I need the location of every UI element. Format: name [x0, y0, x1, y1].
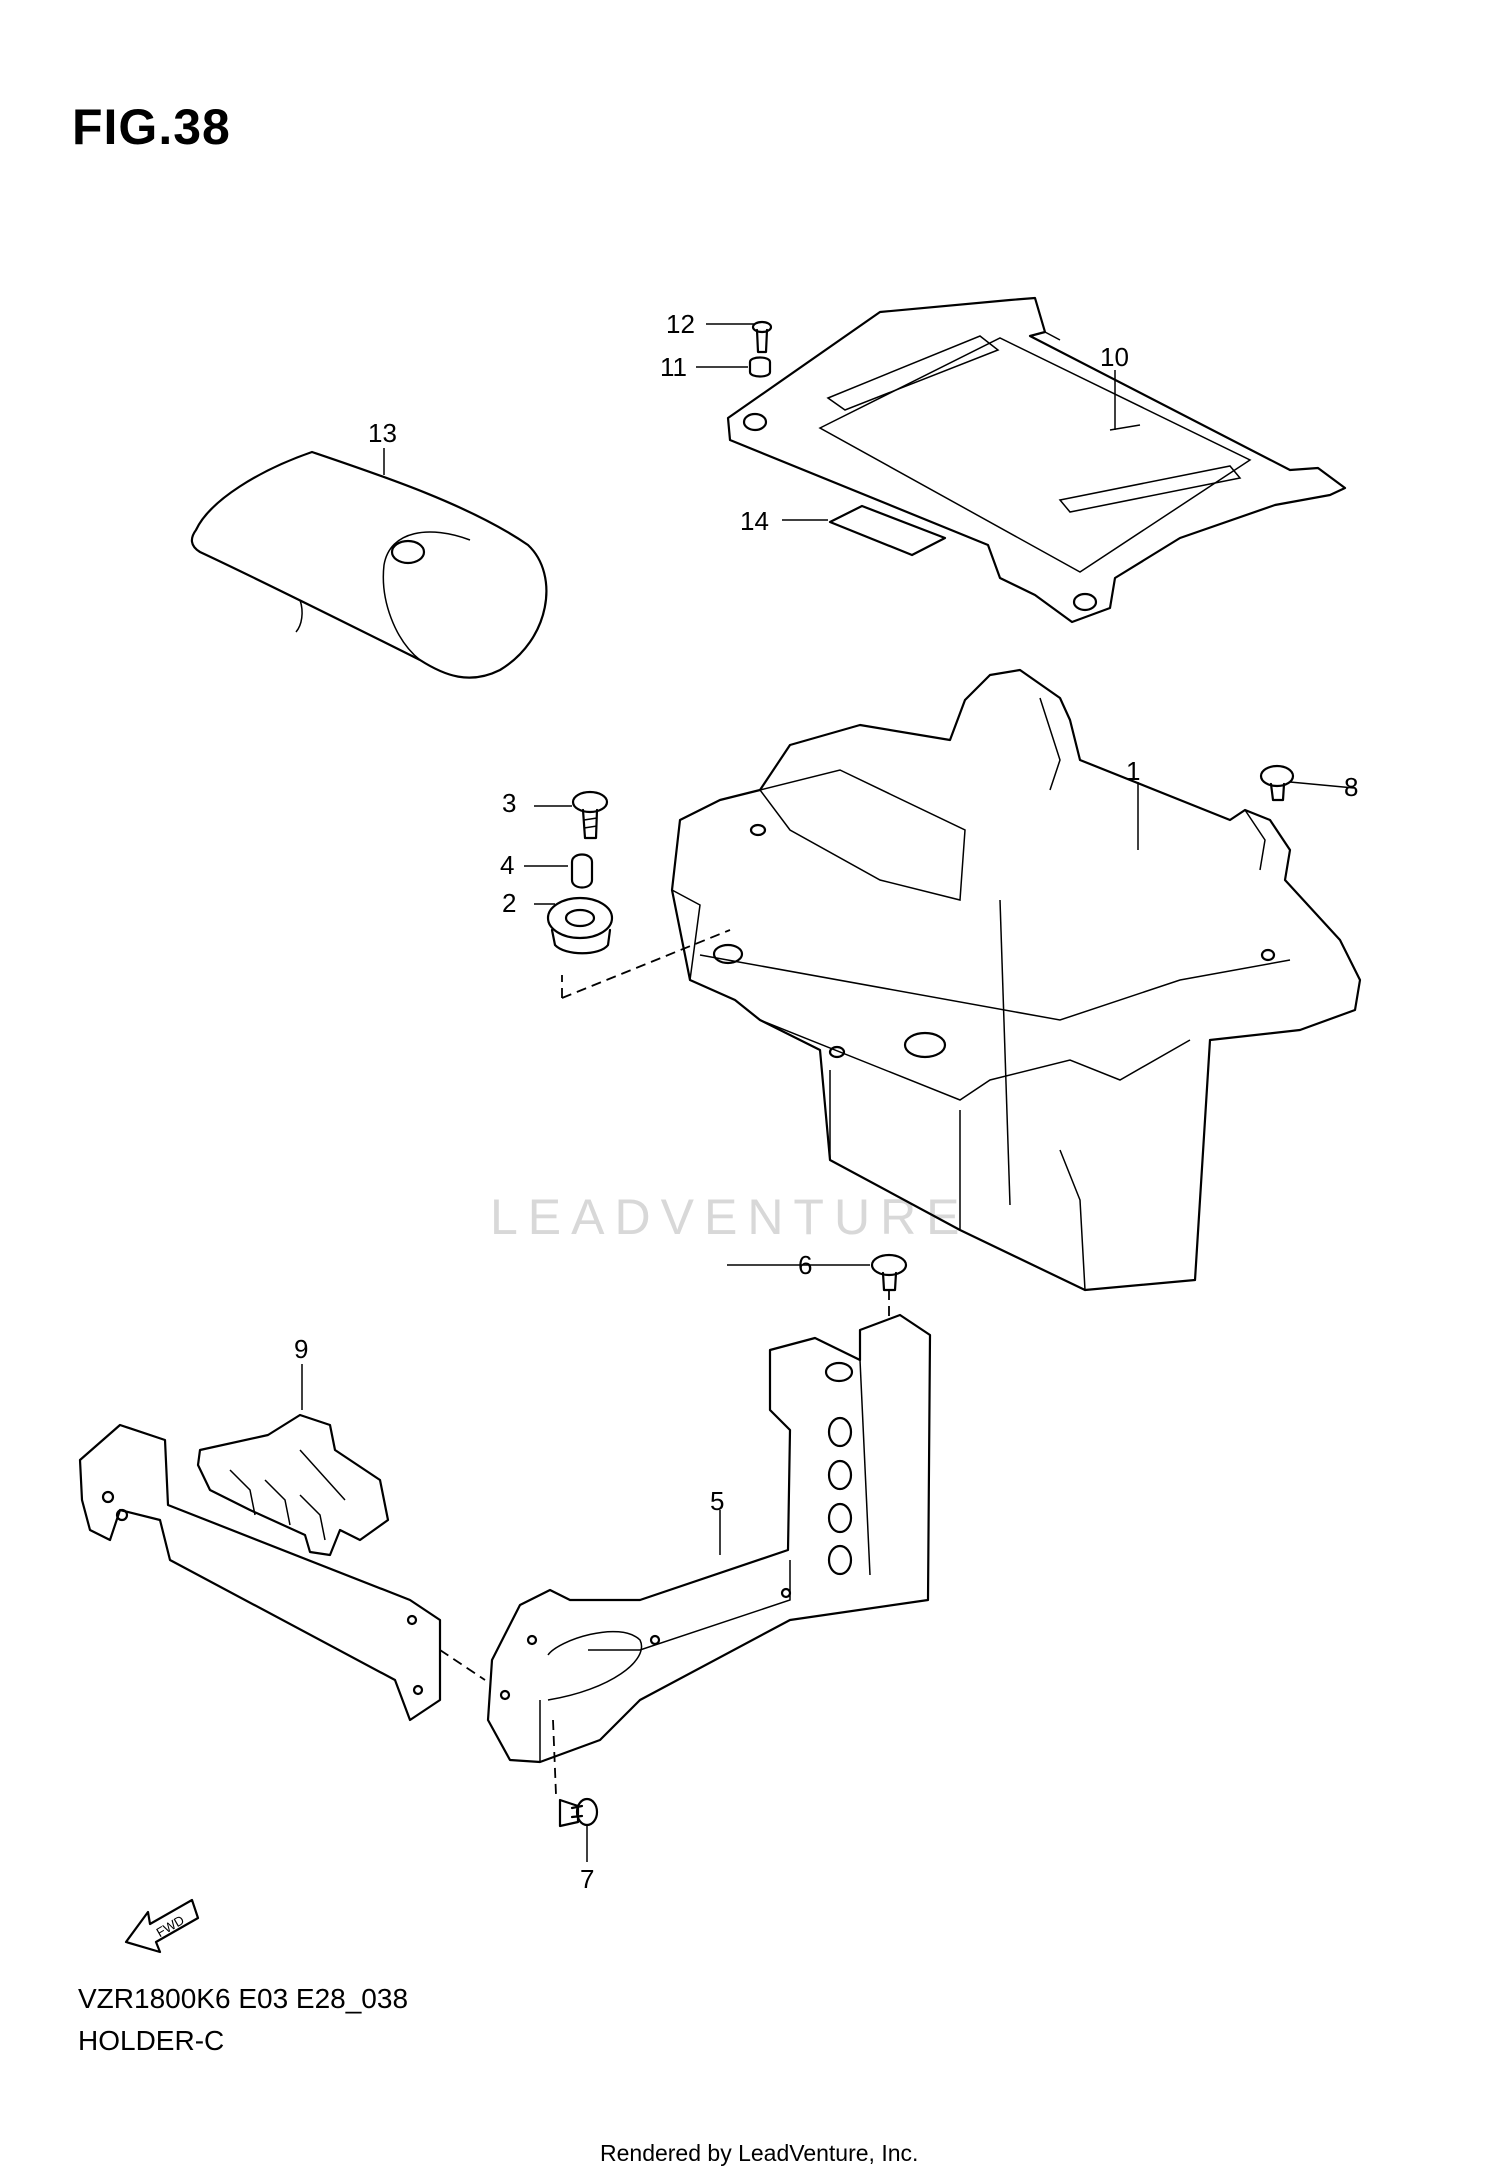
callouts: 1 2 3 4 5 6 7 8 9 10 11 12 13 14	[294, 309, 1358, 1894]
callout-13: 13	[368, 418, 397, 448]
callout-5: 5	[710, 1486, 724, 1516]
callout-6: 6	[798, 1250, 812, 1280]
part-7-screw	[558, 1797, 599, 1828]
callout-9: 9	[294, 1334, 308, 1364]
figure-title: FIG.38	[72, 99, 231, 155]
callout-10: 10	[1100, 342, 1129, 372]
part-1-holder	[670, 668, 1362, 1292]
callout-7: 7	[580, 1864, 594, 1894]
callout-3: 3	[502, 788, 516, 818]
part-2-grommet	[546, 896, 614, 955]
part-10-plate	[726, 296, 1347, 624]
part-9-bracket	[78, 1413, 442, 1722]
callout-2: 2	[502, 888, 516, 918]
watermark: LEADVENTURE	[490, 1189, 970, 1245]
assembly-lines	[439, 929, 890, 1796]
callout-11: 11	[660, 352, 687, 382]
part-13-cover	[190, 450, 548, 679]
part-14-pad	[828, 504, 947, 557]
part-11-nut	[748, 356, 772, 378]
part-5-bracket	[486, 1313, 932, 1764]
leader-lines	[301, 323, 1355, 1862]
part-4-collar	[570, 853, 594, 889]
part-12-bolt	[751, 320, 773, 354]
part-6-screw	[870, 1253, 908, 1292]
drawing-name: HOLDER-C	[78, 2025, 225, 2056]
fwd-arrow-icon: FWD	[124, 1898, 200, 1954]
drawing-code: VZR1800K6 E03 E28_038	[78, 1983, 409, 2014]
part-8-screw	[1259, 764, 1295, 802]
callout-14: 14	[740, 506, 769, 536]
callout-8: 8	[1344, 772, 1358, 802]
render-credit: Rendered by LeadVenture, Inc.	[600, 2140, 919, 2166]
callout-4: 4	[500, 850, 514, 880]
callout-12: 12	[666, 309, 695, 339]
part-3-screw	[571, 790, 609, 840]
callout-1: 1	[1126, 756, 1140, 786]
